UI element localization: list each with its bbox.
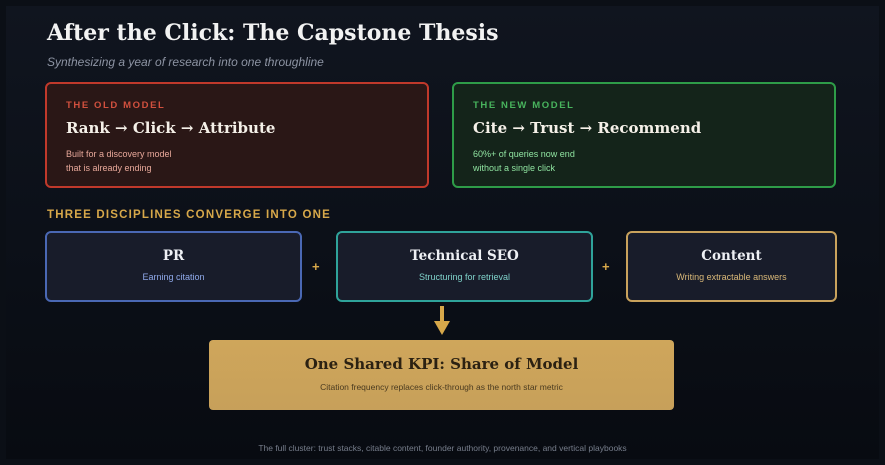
discipline-title: Technical SEO bbox=[410, 248, 519, 264]
page-subtitle: Synthesizing a year of research into one… bbox=[47, 55, 324, 69]
discipline-card-content: Content Writing extractable answers bbox=[626, 231, 837, 302]
plus-connector: + bbox=[602, 259, 610, 274]
new-model-flow: Cite → Trust → Recommend bbox=[473, 119, 702, 137]
old-model-desc-line: Built for a discovery model bbox=[66, 149, 172, 159]
kpi-title: One Shared KPI: Share of Model bbox=[304, 355, 579, 373]
old-model-flow: Rank → Click → Attribute bbox=[66, 119, 276, 137]
new-model-desc-line: without a single click bbox=[473, 163, 556, 173]
plus-connector: + bbox=[312, 259, 320, 274]
discipline-title: Content bbox=[701, 248, 762, 264]
discipline-subtitle: Structuring for retrieval bbox=[418, 272, 511, 282]
shared-kpi-card: One Shared KPI: Share of Model Citation … bbox=[209, 340, 674, 410]
old-model-label: THE OLD MODEL bbox=[66, 100, 166, 111]
disciplines-heading: THREE DISCIPLINES CONVERGE INTO ONE bbox=[47, 209, 331, 221]
discipline-card-pr: PR Earning citation bbox=[45, 231, 302, 302]
new-model-desc-line: 60%+ of queries now end bbox=[473, 149, 575, 159]
kpi-subtitle: Citation frequency replaces click-throug… bbox=[320, 382, 563, 392]
old-model-description: Built for a discovery model that is alre… bbox=[66, 147, 408, 175]
discipline-title: PR bbox=[162, 248, 185, 264]
new-model-description: 60%+ of queries now end without a single… bbox=[473, 147, 815, 175]
old-model-card: THE OLD MODEL Rank → Click → Attribute B… bbox=[45, 82, 429, 188]
footer-note: The full cluster: trust stacks, citable … bbox=[258, 443, 627, 453]
discipline-subtitle: Writing extractable answers bbox=[676, 272, 787, 282]
page-title: After the Click: The Capstone Thesis bbox=[47, 20, 499, 46]
new-model-card: THE NEW MODEL Cite → Trust → Recommend 6… bbox=[452, 82, 836, 188]
old-model-desc-line: that is already ending bbox=[66, 163, 152, 173]
discipline-subtitle: Earning citation bbox=[142, 272, 205, 282]
new-model-label: THE NEW MODEL bbox=[473, 100, 575, 111]
down-arrow-icon bbox=[434, 306, 450, 335]
discipline-card-technical-seo: Technical SEO Structuring for retrieval bbox=[336, 231, 593, 302]
